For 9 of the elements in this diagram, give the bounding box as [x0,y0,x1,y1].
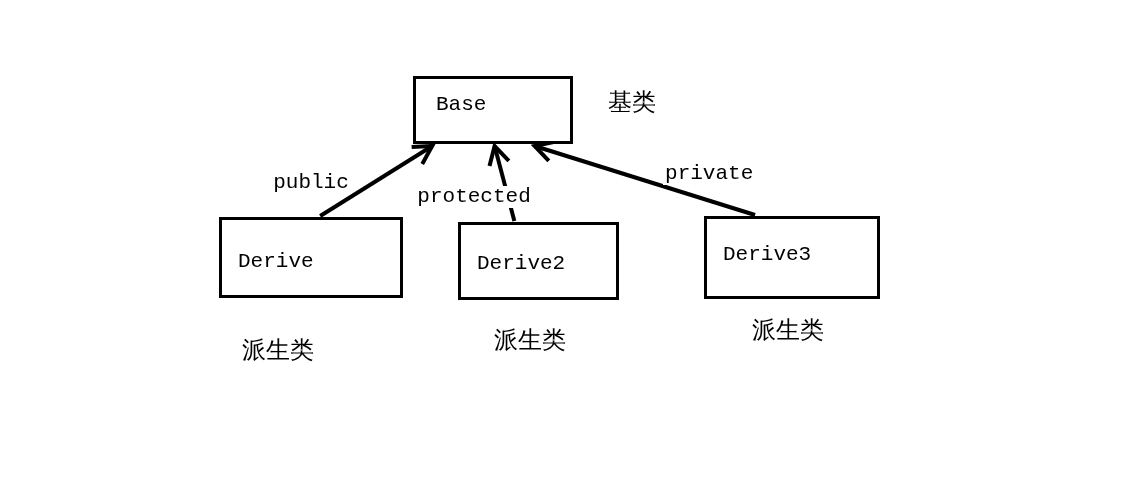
class-box: Base [413,76,573,144]
class-box: Derive3 [704,216,880,299]
class-box: Derive2 [458,222,619,300]
box-caption: 基类 [608,87,656,118]
inheritance-arrow [319,144,435,218]
class-box: Derive [219,217,403,298]
box-caption: 派生类 [242,335,314,366]
box-caption: 派生类 [494,325,566,356]
box-caption: 派生类 [752,315,824,346]
